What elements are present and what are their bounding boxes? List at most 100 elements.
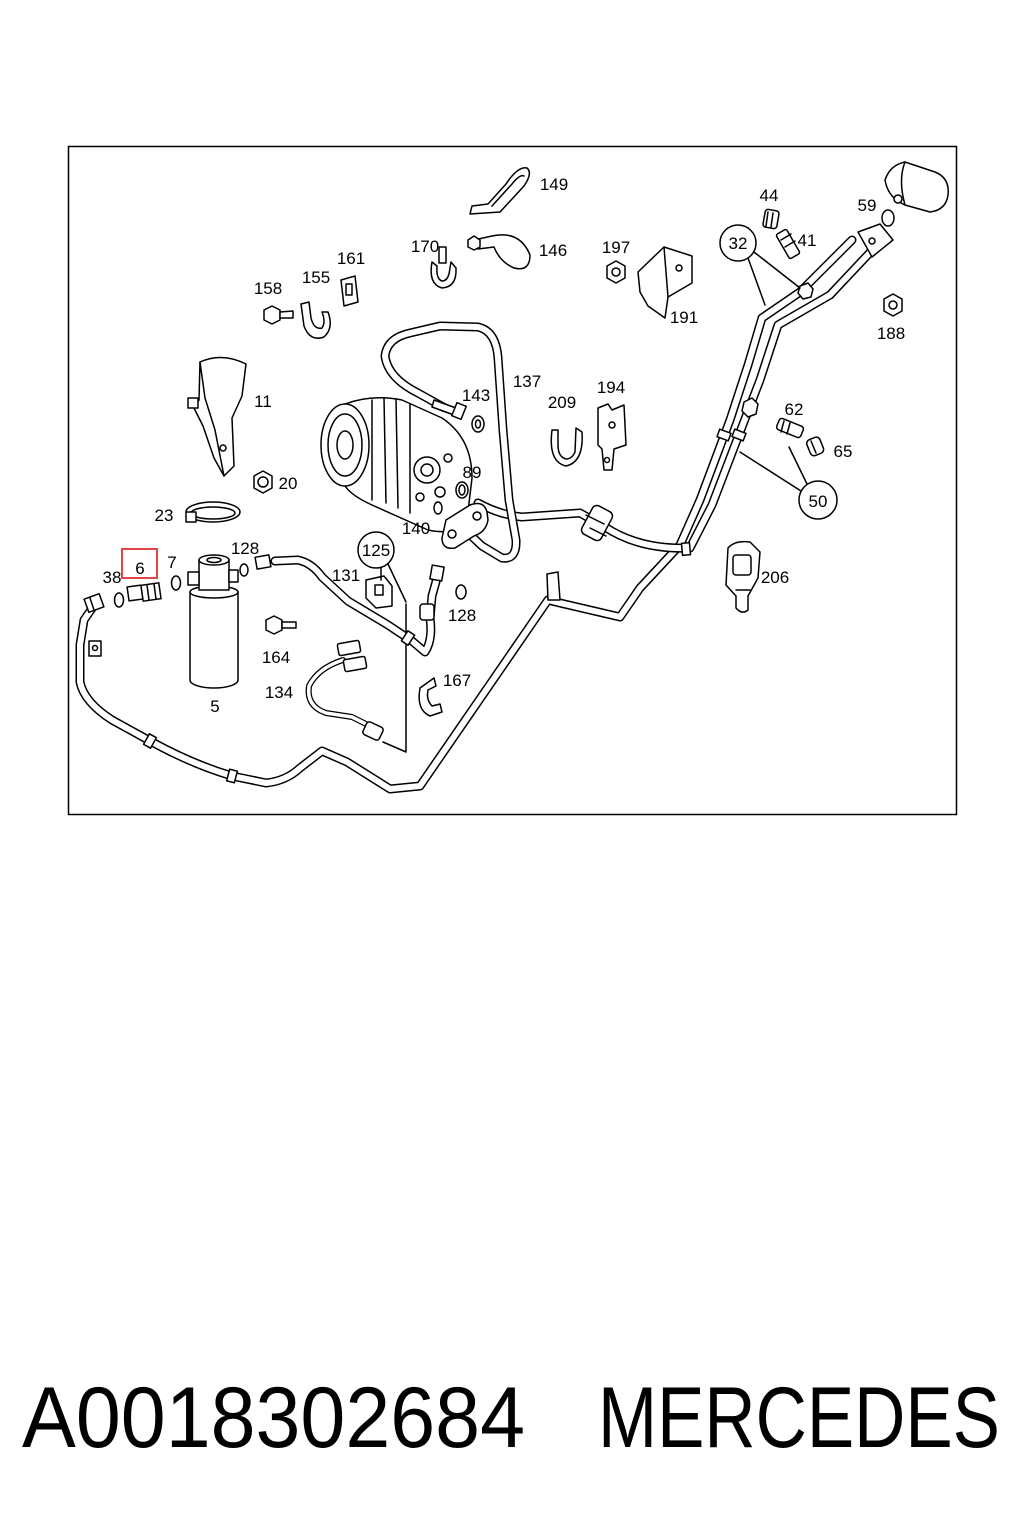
strap-clamp [473, 234, 531, 270]
highlight-box [121, 548, 158, 579]
callout-134: 134 [265, 683, 293, 702]
cap-part-44 [762, 208, 780, 230]
callout-125: 125 [362, 541, 390, 560]
nut-hex [253, 470, 273, 494]
nut-part-20 [253, 470, 273, 494]
hose-discharge-inner [475, 241, 881, 552]
callout-194: 194 [597, 378, 625, 397]
callout-188: 188 [877, 324, 905, 343]
hose-connector-body [580, 504, 614, 542]
valve-thread [780, 420, 785, 433]
callout-23: 23 [155, 506, 174, 525]
nut-part-188 [883, 293, 903, 317]
hose-clip-front [88, 640, 102, 657]
switch-body [725, 540, 761, 613]
hose-crimp-rings [142, 282, 814, 784]
clamp-part-155 [300, 301, 331, 339]
callout-128-right: 128 [448, 606, 476, 625]
clamp-tab [438, 246, 447, 264]
callout-circle [798, 480, 838, 520]
flange-hole [868, 237, 876, 245]
callout-65: 65 [834, 442, 853, 461]
switch-pin [374, 584, 384, 596]
o-ring [433, 501, 443, 515]
hose-bracket [546, 571, 561, 601]
cap-rib [810, 440, 817, 454]
flange-hole [447, 529, 457, 539]
compressor-pulley-groove [327, 413, 363, 477]
callout-89: 89 [463, 463, 482, 482]
compressor-bolt [443, 453, 453, 463]
fitting-part-128-right [429, 564, 467, 600]
callout-59: 59 [858, 196, 877, 215]
callout-44: 44 [760, 186, 779, 205]
o-ring [239, 563, 249, 577]
switch-part-131 [365, 575, 393, 609]
clamp-part-23 [185, 501, 241, 523]
callout-131: 131 [332, 566, 360, 585]
valve-thread [786, 422, 791, 435]
callout-5: 5 [210, 697, 219, 716]
callout-11: 11 [254, 392, 272, 411]
crimp-ring [680, 541, 692, 557]
nut-bore [611, 267, 621, 277]
callout-circle [357, 531, 395, 569]
hose-end-nut-edge [89, 597, 95, 611]
callout-191: 191 [670, 308, 698, 327]
callout-155: 155 [302, 268, 330, 287]
hose-suction-inner [382, 323, 520, 562]
hose-discharge [473, 239, 883, 553]
compressor-pulley-hub [336, 430, 354, 460]
receiver-drier-body [189, 591, 239, 689]
bolt-part-164 [265, 615, 297, 635]
bracket-body [597, 403, 627, 471]
bracket-fold [199, 361, 225, 477]
pressure-switch-part-206 [725, 540, 761, 613]
callout-209: 209 [548, 393, 576, 412]
bracket-body [193, 356, 247, 477]
cap-rib [765, 211, 769, 227]
callout-41: 41 [798, 231, 817, 250]
receiver-drier-top [198, 554, 230, 566]
hose-connector-groove [589, 527, 607, 537]
brand-name: MERCEDES [598, 1370, 1000, 1466]
fitting-part-128 [239, 554, 272, 577]
clip-part-161 [340, 275, 359, 307]
callout-20: 20 [279, 474, 298, 493]
strap-part-149 [469, 167, 531, 215]
bracket-part-194 [597, 403, 627, 471]
callout-149: 149 [540, 175, 568, 194]
leader-line [753, 251, 801, 289]
hose-suction-137 [380, 321, 521, 563]
clip-slot [345, 283, 353, 296]
clip-part-167 [418, 677, 443, 717]
bolt-part-143 [431, 399, 485, 433]
o-ring [455, 584, 467, 600]
clamp-part-209 [550, 427, 583, 467]
bolt-head [265, 615, 283, 635]
hose-pressure-inner [272, 557, 440, 655]
callout-158: 158 [254, 279, 282, 298]
callout-143: 143 [462, 386, 490, 405]
highlighted-callout: 6 [121, 548, 158, 579]
strap-clamp-bolt [467, 235, 481, 251]
bracket-part-11 [187, 356, 247, 477]
leader-line [739, 451, 802, 492]
bracket-hole [608, 421, 616, 429]
hose-pressure-line [270, 555, 442, 657]
leader-line [387, 563, 407, 603]
valve-body [775, 417, 805, 439]
cable-connectors-134 [336, 639, 384, 741]
flange-hole [472, 511, 482, 521]
clamp-part-170 [430, 246, 457, 289]
clamp-screw [185, 511, 197, 523]
bolt-head [263, 305, 281, 325]
callout-circle [719, 224, 757, 262]
compressor-fin [395, 398, 399, 509]
hose-connector [580, 504, 614, 542]
hose-clip [419, 603, 435, 621]
cap-body [805, 436, 825, 457]
compressor-bolt [434, 486, 446, 498]
hose-clip-hole [91, 644, 99, 652]
